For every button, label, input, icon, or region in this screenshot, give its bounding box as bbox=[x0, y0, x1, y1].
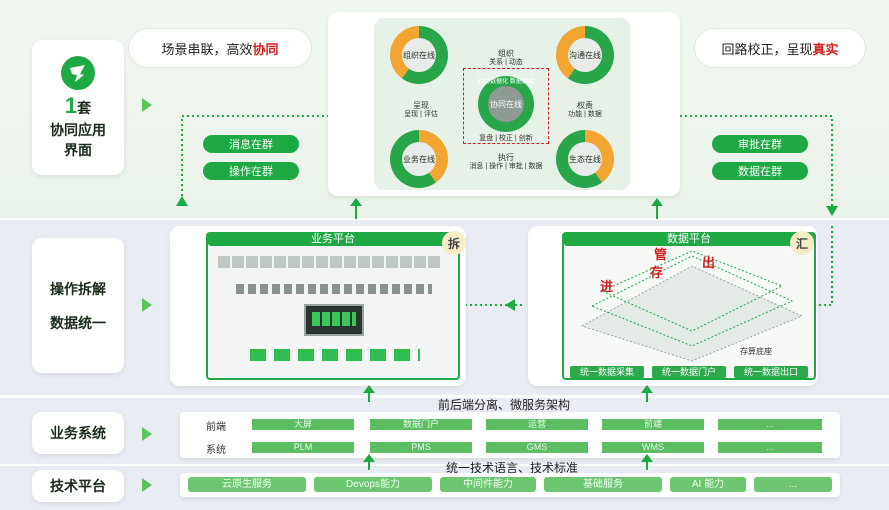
business-monitor-screen bbox=[312, 312, 356, 326]
unified-export-button[interactable]: 统一数据出口 bbox=[734, 366, 808, 378]
collab-label-line3: 界面 bbox=[64, 141, 92, 158]
arrow-up-icon bbox=[350, 198, 362, 219]
system-cell[interactable]: PMS bbox=[370, 442, 472, 453]
frontend-cell[interactable]: 大屏 bbox=[252, 419, 354, 430]
stage-in: 进 bbox=[600, 279, 614, 294]
tech-cell[interactable]: 基础服务 bbox=[544, 477, 662, 492]
node-eco: 生态在线 bbox=[568, 142, 602, 176]
ops-label-line2: 数据统一 bbox=[50, 314, 106, 331]
business-monitor bbox=[304, 304, 364, 336]
node-biz: 业务在线 bbox=[402, 142, 436, 176]
core-ring-text: 行为数据化 数据驱动 bbox=[478, 79, 534, 85]
stage-out: 出 bbox=[702, 255, 716, 270]
collab-center-panel: 协同在线 行为数据化 数据驱动 复盘 | 校正 | 创新 组织在线 沟通在线 业… bbox=[328, 12, 680, 196]
link-bottom-sub: 消息 | 操作 | 审批 | 数据 bbox=[469, 163, 543, 170]
ops-label-line1: 操作拆解 bbox=[50, 280, 106, 297]
link-right-title: 权责 bbox=[577, 101, 593, 110]
core-box bbox=[463, 68, 549, 144]
business-toolbar bbox=[218, 256, 442, 268]
core-actions: 复盘 | 校正 | 创新 bbox=[479, 135, 533, 142]
collab-arrow-icon bbox=[142, 98, 152, 112]
data-iso-grid bbox=[580, 250, 804, 362]
ops-layer-card: 操作拆解 数据统一 bbox=[32, 238, 124, 373]
core-label: 协同在线 bbox=[488, 86, 524, 122]
arrow-up-icon bbox=[363, 454, 375, 470]
tech-cell[interactable]: 云原生服务 bbox=[188, 477, 306, 492]
tech-cell[interactable]: AI 能力 bbox=[670, 477, 746, 492]
business-platform-title: 业务平台 bbox=[208, 232, 458, 246]
arch-caption: 前后端分离、微服务架构 bbox=[438, 398, 571, 412]
ops-arrow-icon bbox=[142, 298, 152, 312]
arrow-up-icon bbox=[641, 454, 653, 470]
op-in-group-button[interactable]: 操作在群 bbox=[203, 162, 299, 180]
link-left-title: 呈现 bbox=[413, 101, 429, 110]
approval-in-group-button[interactable]: 审批在群 bbox=[712, 135, 808, 153]
tech-label: 技术平台 bbox=[50, 478, 106, 494]
collab-label-line2: 协同应用 bbox=[50, 121, 106, 138]
tech-cell[interactable]: 中间件能力 bbox=[440, 477, 536, 492]
system-cell[interactable]: ... bbox=[718, 442, 822, 453]
arrow-up-icon bbox=[641, 385, 653, 402]
data-platform-panel: 数据平台 汇 进 存 管 出 存算底座 统一数据采集 统一数据门户 统一数据出口 bbox=[528, 226, 818, 386]
truth-pill: 回路校正，呈现真实 bbox=[694, 28, 866, 68]
tech-arrow-icon bbox=[142, 478, 152, 492]
node-comm: 沟通在线 bbox=[568, 38, 602, 72]
msg-in-group-button[interactable]: 消息在群 bbox=[203, 135, 299, 153]
arrow-up-icon bbox=[651, 198, 663, 219]
data-in-group-button[interactable]: 数据在群 bbox=[712, 162, 808, 180]
tech-caption: 统一技术语言、技术标准 bbox=[446, 461, 579, 475]
collab-count-number: 1 bbox=[64, 92, 78, 118]
collab-pill-emph: 协同 bbox=[252, 41, 279, 57]
system-row-label: 系统 bbox=[206, 445, 226, 456]
system-cell[interactable]: WMS bbox=[602, 442, 704, 453]
system-cell[interactable]: PLM bbox=[252, 442, 354, 453]
tech-layer-card: 技术平台 bbox=[32, 470, 124, 502]
storage-base-label: 存算底座 bbox=[740, 347, 772, 356]
arrow-up-icon bbox=[363, 385, 375, 402]
collab-layer-card: 1套 协同应用 界面 bbox=[32, 40, 124, 175]
business-bottom-row bbox=[250, 349, 420, 361]
tech-cell[interactable]: Devops能力 bbox=[314, 477, 432, 492]
collab-pill-text: 场景串联，高效 bbox=[161, 41, 253, 57]
unified-collect-button[interactable]: 统一数据采集 bbox=[570, 366, 644, 378]
link-bottom-title: 执行 bbox=[498, 153, 514, 162]
link-right-sub: 功能 | 数据 bbox=[568, 111, 602, 118]
collab-count-unit: 套 bbox=[77, 99, 92, 116]
link-top-sub: 关系 | 动态 bbox=[489, 59, 523, 66]
frontend-cell[interactable]: 数据门户 bbox=[370, 419, 472, 430]
stage-manage: 管 bbox=[654, 247, 668, 262]
data-platform-title: 数据平台 bbox=[564, 232, 814, 246]
link-top-title: 组织 bbox=[498, 49, 514, 58]
frontend-cell[interactable]: 运营 bbox=[486, 419, 588, 430]
stage-store: 存 bbox=[650, 265, 664, 280]
link-left-sub: 呈现 | 评估 bbox=[404, 111, 438, 118]
biz-label: 业务系统 bbox=[50, 425, 106, 441]
frontend-row-label: 前端 bbox=[206, 422, 226, 433]
collab-count: 1套 bbox=[64, 92, 92, 120]
converge-badge: 汇 bbox=[790, 231, 814, 255]
split-badge: 拆 bbox=[442, 231, 466, 255]
frontend-cell[interactable]: 前端 bbox=[602, 419, 704, 430]
tech-cell[interactable]: ... bbox=[754, 477, 832, 492]
biz-arrow-icon bbox=[142, 427, 152, 441]
node-org: 组织在线 bbox=[402, 38, 436, 72]
frontend-cell[interactable]: ... bbox=[718, 419, 822, 430]
unified-portal-button[interactable]: 统一数据门户 bbox=[652, 366, 726, 378]
biz-layer-card: 业务系统 bbox=[32, 412, 124, 454]
collab-pill: 场景串联，高效协同 bbox=[128, 28, 312, 68]
truth-pill-text: 回路校正，呈现 bbox=[721, 41, 813, 57]
business-icon-row bbox=[236, 284, 432, 294]
truth-pill-emph: 真实 bbox=[812, 41, 839, 57]
business-platform-panel: 业务平台 拆 bbox=[170, 226, 466, 386]
system-cell[interactable]: GMS bbox=[486, 442, 588, 453]
logo-icon bbox=[61, 55, 95, 90]
